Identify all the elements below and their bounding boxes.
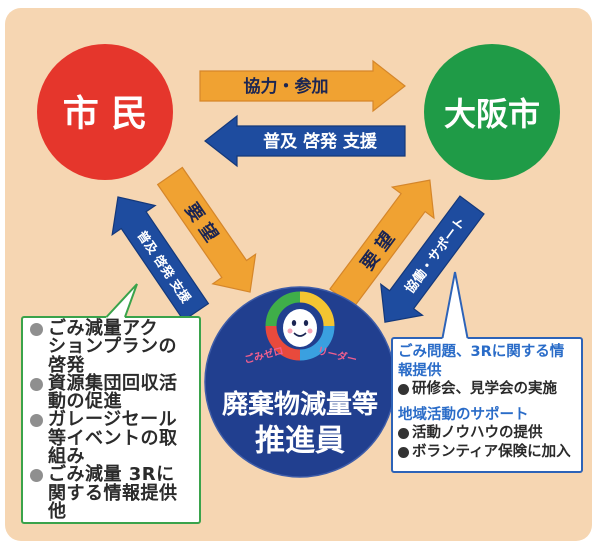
arrow-up-left-icon <box>111 196 210 322</box>
callout-tail-left <box>105 283 138 318</box>
list-item: ごみ減量アク ションプランの 啓発 <box>30 318 198 376</box>
promoter-title-line2: 推進員 <box>255 424 345 459</box>
promoter-activities-list: ごみ減量アク ションプランの 啓発 資源集団回収活 動の促進 ガレージセール 等… <box>30 318 198 521</box>
arrow-citizens-to-city: 協力・参加 <box>199 59 406 113</box>
list-item-line: 資源集団回収活 <box>48 372 178 394</box>
citizen-activities-callout <box>21 283 201 524</box>
support-section: 地域活動のサポート 活動ノウハウの提供 ボランティア保険に加入 <box>398 406 580 462</box>
citizens-node: 市 民 <box>37 44 173 180</box>
list-item-text: ボランティア保険に加入 <box>412 443 571 460</box>
osaka-city-circle <box>424 44 560 180</box>
list-item-line: ションプランの <box>48 336 177 358</box>
bullet-icon <box>398 446 409 458</box>
section-heading-line: 地域活動のサポート <box>398 406 529 423</box>
arrow-promoter-to-city: 要 望 <box>329 179 435 308</box>
arrow-down-right-icon <box>156 166 257 293</box>
arrow-city-to-citizens: 普及 啓発 支援 <box>204 114 406 168</box>
list-item: ごみ減量 3Rに 関する情報提供 他 <box>30 466 198 521</box>
bullet-icon <box>30 323 43 336</box>
city-support-list: ごみ問題、3Rに関する情 報提供 研修会、見学会の実施 地域活動のサポート 活動… <box>398 343 580 461</box>
section-heading-line: ごみ問題、3Rに関する情 <box>398 344 565 360</box>
bullet-icon <box>398 428 409 439</box>
city-support-callout <box>391 271 583 473</box>
osaka-city-node: 大阪市 <box>424 44 560 180</box>
bullet-icon <box>30 469 43 483</box>
list-item-text: 研修会、見学会の実施 <box>412 381 557 397</box>
list-item-line: 等イベントの取 <box>48 427 178 449</box>
bullet-icon <box>30 414 43 428</box>
section-heading-line: 報提供 <box>398 362 442 379</box>
list-item: ガレージセール 等イベントの取 組み <box>30 411 198 466</box>
list-item-line: ガレージセール <box>48 409 178 431</box>
promoter-node: ごみゼロ リーダー 廃棄物減量等 推進員 <box>204 286 396 478</box>
arrow-label-citizens-to-city: 協力・参加 <box>244 76 329 97</box>
arrow-label-city-to-citizens: 普及 啓発 支援 <box>263 131 378 152</box>
arrow-down-left-icon <box>380 195 485 323</box>
list-item-line: 組み <box>48 446 85 468</box>
callout-box-right <box>391 337 583 473</box>
arrow-up-right-icon <box>329 179 435 308</box>
list-item: 活動ノウハウの提供 <box>398 424 580 443</box>
callout-tail-right <box>441 271 469 339</box>
list-item-text: 活動ノウハウの提供 <box>412 425 543 441</box>
promoter-title-line1: 廃棄物減量等 <box>222 389 378 420</box>
list-item: 資源集団回収活 動の促進 <box>30 372 198 413</box>
list-item-line: 他 <box>48 500 67 522</box>
gomi-zero-leader-mascot-icon <box>265 291 335 361</box>
list-item-line: ごみ減量 3Rに <box>48 464 175 486</box>
arrow-right-icon <box>199 59 406 113</box>
citizens-label: 市 民 <box>63 94 148 135</box>
bullet-icon <box>30 377 43 391</box>
osaka-city-label: 大阪市 <box>444 95 540 133</box>
list-item: ボランティア保険に加入 <box>398 443 580 462</box>
list-item-line: 関する情報提供 <box>48 482 178 504</box>
list-item-line: 啓発 <box>48 354 85 376</box>
list-item-line: 動の促進 <box>48 391 122 413</box>
callout-tail-fill <box>442 272 468 341</box>
bullet-icon <box>398 384 409 395</box>
support-section: ごみ問題、3Rに関する情 報提供 研修会、見学会の実施 <box>398 343 580 399</box>
list-item-line: ごみ減量アク <box>48 318 159 339</box>
citizens-circle <box>37 44 173 180</box>
arrow-left-icon <box>204 114 406 168</box>
list-item: 研修会、見学会の実施 <box>398 380 580 399</box>
